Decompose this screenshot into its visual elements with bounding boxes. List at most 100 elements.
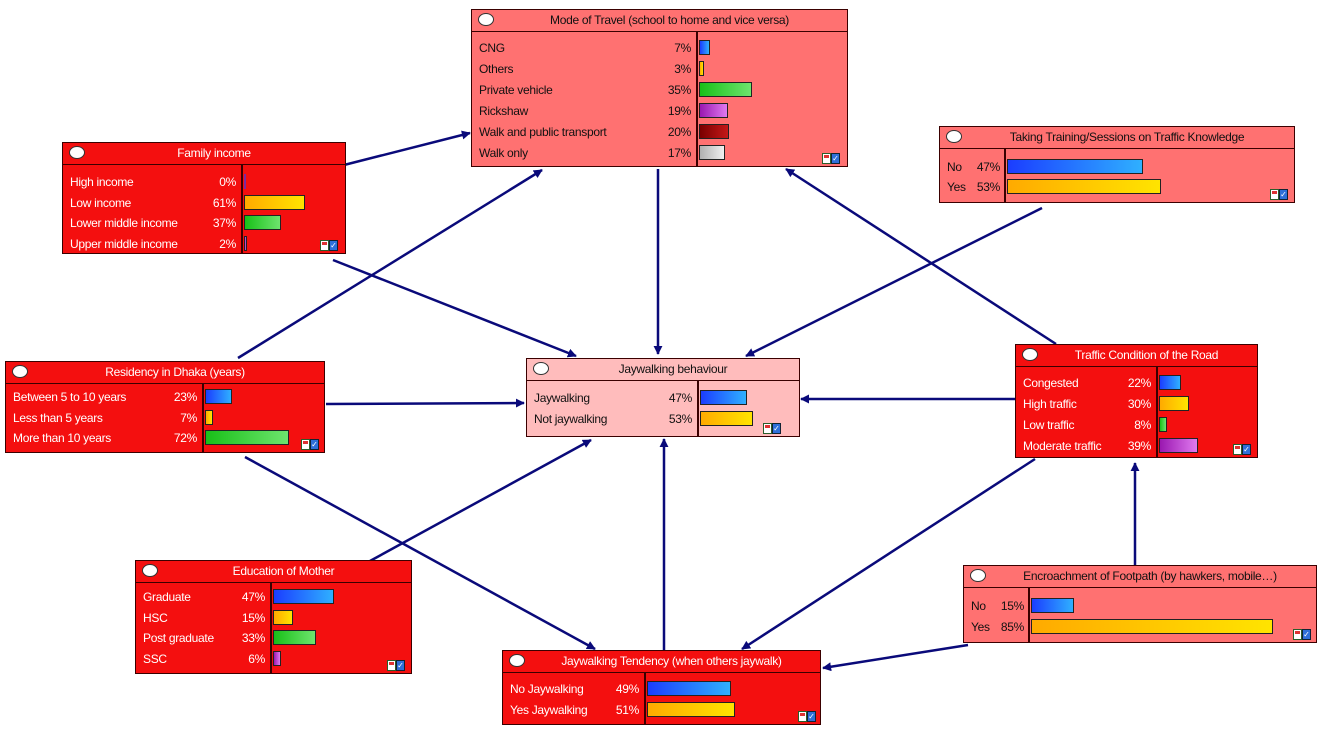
node-oval-icon — [946, 130, 962, 143]
node-divider — [241, 165, 243, 253]
state-percent: 35% — [667, 83, 691, 97]
state-percent: 23% — [173, 390, 197, 404]
node-title-bar[interactable]: Mode of Travel (school to home and vice … — [472, 10, 847, 32]
state-label: SSC — [143, 651, 167, 666]
state-label: Lower middle income — [70, 216, 178, 230]
edge-family-income-to-jaywalking — [332, 258, 577, 358]
probability-bar — [647, 702, 735, 717]
node-checkbox-icon[interactable]: ✓ — [822, 153, 840, 164]
state-row[interactable]: HSC 15% — [136, 608, 411, 628]
node-checkbox-icon[interactable]: ✓ — [1293, 629, 1311, 640]
state-label: Not jaywalking — [534, 412, 608, 426]
node-title-bar[interactable]: Jaywalking behaviour — [527, 359, 799, 381]
state-percent: 15% — [241, 610, 265, 625]
node-checkbox-icon[interactable]: ✓ — [1270, 189, 1288, 200]
probability-bar — [699, 61, 704, 76]
node-oval-icon — [69, 146, 85, 159]
state-label: No — [947, 160, 962, 174]
edge-mother-education-to-jaywalking — [369, 438, 592, 563]
probability-bar — [244, 174, 246, 189]
node-jaywalking-tendency[interactable]: Jaywalking Tendency (when others jaywalk… — [502, 650, 821, 725]
node-title: Education of Mother — [232, 564, 335, 578]
probability-bar — [1007, 159, 1143, 174]
state-label: Upper middle income — [70, 236, 178, 251]
state-label: Private vehicle — [479, 83, 553, 97]
probability-bar — [1007, 179, 1161, 194]
state-label: Yes — [947, 180, 966, 194]
state-label: Rickshaw — [479, 104, 528, 118]
state-label: HSC — [143, 610, 168, 625]
state-percent: 8% — [1134, 418, 1151, 432]
node-title-bar[interactable]: Encroachment of Footpath (by hawkers, mo… — [964, 566, 1316, 588]
node-oval-icon — [970, 569, 986, 582]
state-percent: 61% — [212, 195, 236, 210]
node-checkbox-icon[interactable]: ✓ — [1233, 444, 1251, 455]
state-percent: 7% — [180, 410, 197, 425]
state-label: Others — [479, 62, 514, 76]
node-title-bar[interactable]: Residency in Dhaka (years) — [6, 362, 324, 384]
state-percent: 17% — [667, 146, 691, 160]
probability-bar — [1159, 417, 1167, 432]
node-encroachment[interactable]: Encroachment of Footpath (by hawkers, mo… — [963, 565, 1317, 643]
node-title-bar[interactable]: Family income — [63, 143, 345, 165]
probability-bar — [1159, 375, 1181, 390]
state-row[interactable]: Private vehicle 35% — [472, 80, 847, 100]
node-checkbox-icon[interactable]: ✓ — [387, 660, 405, 671]
node-title-bar[interactable]: Education of Mother — [136, 561, 411, 583]
node-checkbox-icon[interactable]: ✓ — [320, 240, 338, 251]
state-label: Moderate traffic — [1023, 439, 1102, 453]
node-title-bar[interactable]: Jaywalking Tendency (when others jaywalk… — [503, 651, 820, 673]
node-checkbox-icon[interactable]: ✓ — [763, 423, 781, 434]
node-checkbox-icon[interactable]: ✓ — [301, 439, 319, 450]
probability-bar — [1159, 396, 1189, 411]
node-oval-icon — [142, 564, 158, 577]
node-title: Residency in Dhaka (years) — [105, 365, 245, 379]
node-title-bar[interactable]: Traffic Condition of the Road — [1016, 345, 1257, 367]
node-title-bar[interactable]: Taking Training/Sessions on Traffic Know… — [940, 127, 1294, 149]
node-training[interactable]: Taking Training/Sessions on Traffic Know… — [939, 126, 1295, 203]
node-checkbox-icon[interactable]: ✓ — [798, 711, 816, 722]
state-percent: 49% — [615, 682, 639, 696]
probability-bar — [699, 82, 752, 97]
node-mode-of-travel[interactable]: Mode of Travel (school to home and vice … — [471, 9, 848, 167]
probability-bar — [205, 389, 232, 404]
node-residency[interactable]: Residency in Dhaka (years) Between 5 to … — [5, 361, 325, 453]
state-percent: 51% — [615, 703, 639, 717]
